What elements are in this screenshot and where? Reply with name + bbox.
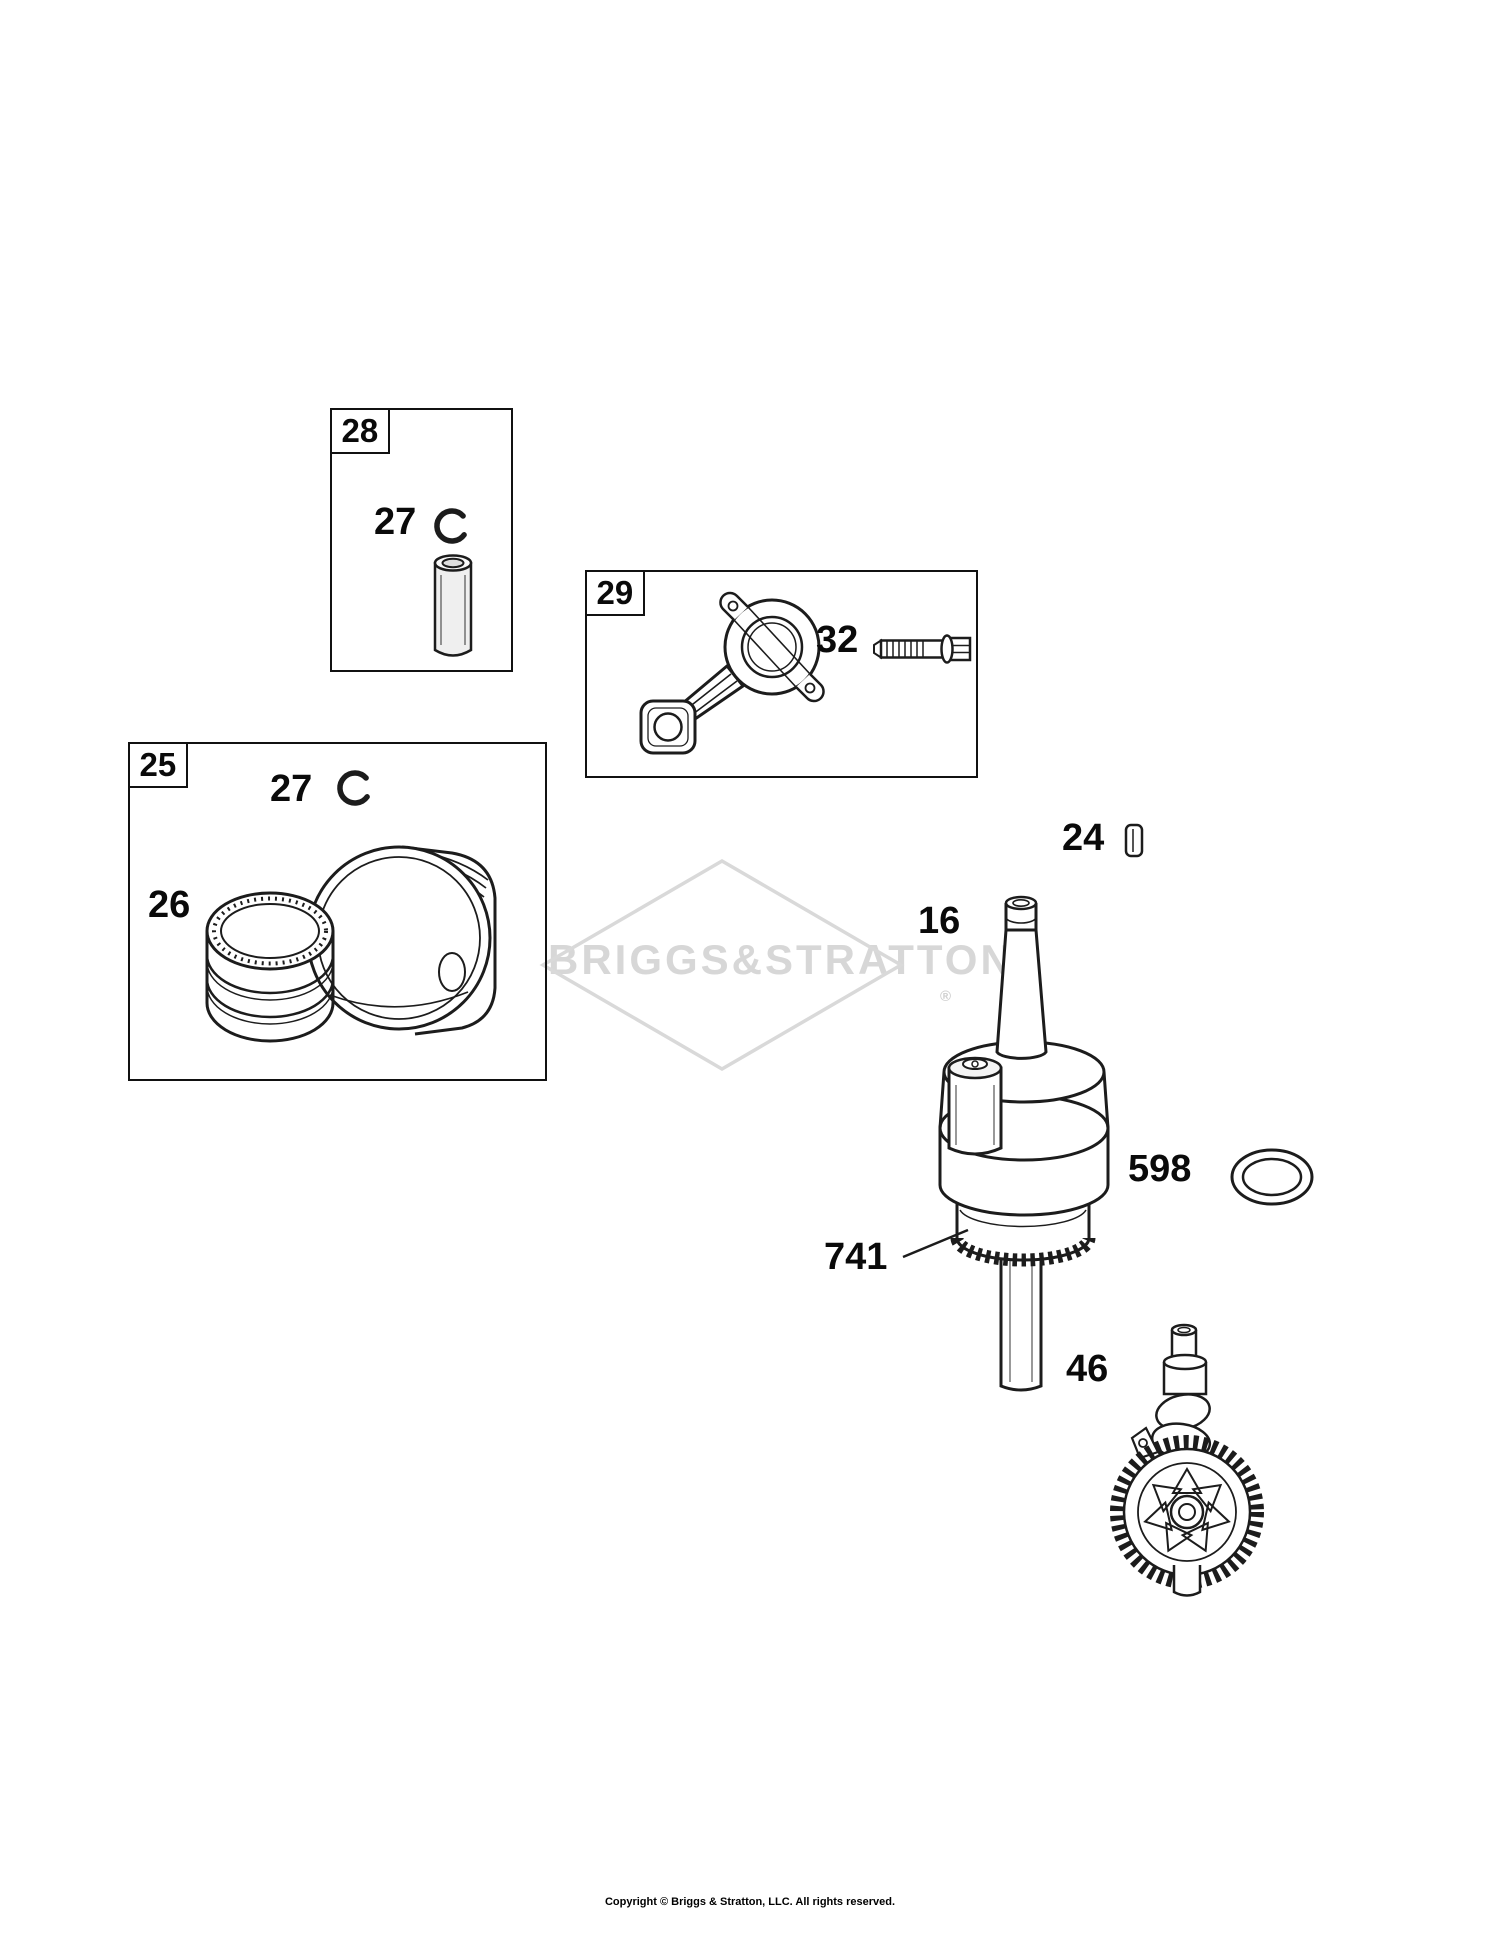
group-label-29: 29 (584, 569, 646, 616)
piston-ring-set-drawing (205, 891, 335, 1043)
piston-drawing (306, 845, 497, 1036)
group-label-25: 25 (127, 741, 189, 788)
brand-diamond-logo (539, 858, 905, 1072)
camshaft-drawing (1110, 1323, 1264, 1597)
callout-741-crank-gear: 741 (824, 1236, 888, 1278)
callout-24-key: 24 (1062, 817, 1105, 859)
retaining-ring-icon-2 (337, 770, 370, 806)
registered-mark: ® (940, 988, 952, 1005)
retaining-ring-icon (434, 508, 467, 544)
callout-741-leader-line (902, 1228, 969, 1259)
callout-46-camshaft: 46 (1066, 1348, 1109, 1390)
connecting-rod-drawing (639, 591, 825, 755)
callout-32-rod-bolt: 32 (816, 619, 859, 661)
crankshaft-drawing (938, 895, 1110, 1392)
group-box-28: 28 (329, 407, 513, 672)
callout-598-oring: 598 (1128, 1148, 1192, 1190)
rod-bolt-drawing (873, 634, 972, 664)
callout-26-ring-set: 26 (148, 884, 191, 926)
callout-27-piston-clip: 27 (270, 768, 313, 810)
brand-watermark: BRIGGS&STRATTON (548, 936, 1014, 983)
copyright-notice: Copyright © Briggs & Stratton, LLC. All … (604, 1896, 896, 1908)
piston-pin-drawing (433, 554, 473, 657)
group-label-28: 28 (329, 407, 391, 454)
group-box-29: 29 (584, 569, 978, 778)
callout-27-pin-ring: 27 (374, 501, 417, 543)
oring-drawing (1230, 1148, 1314, 1206)
callout-16-crankshaft: 16 (918, 900, 961, 942)
key-drawing (1124, 823, 1144, 858)
group-box-25: 25 (127, 741, 547, 1081)
